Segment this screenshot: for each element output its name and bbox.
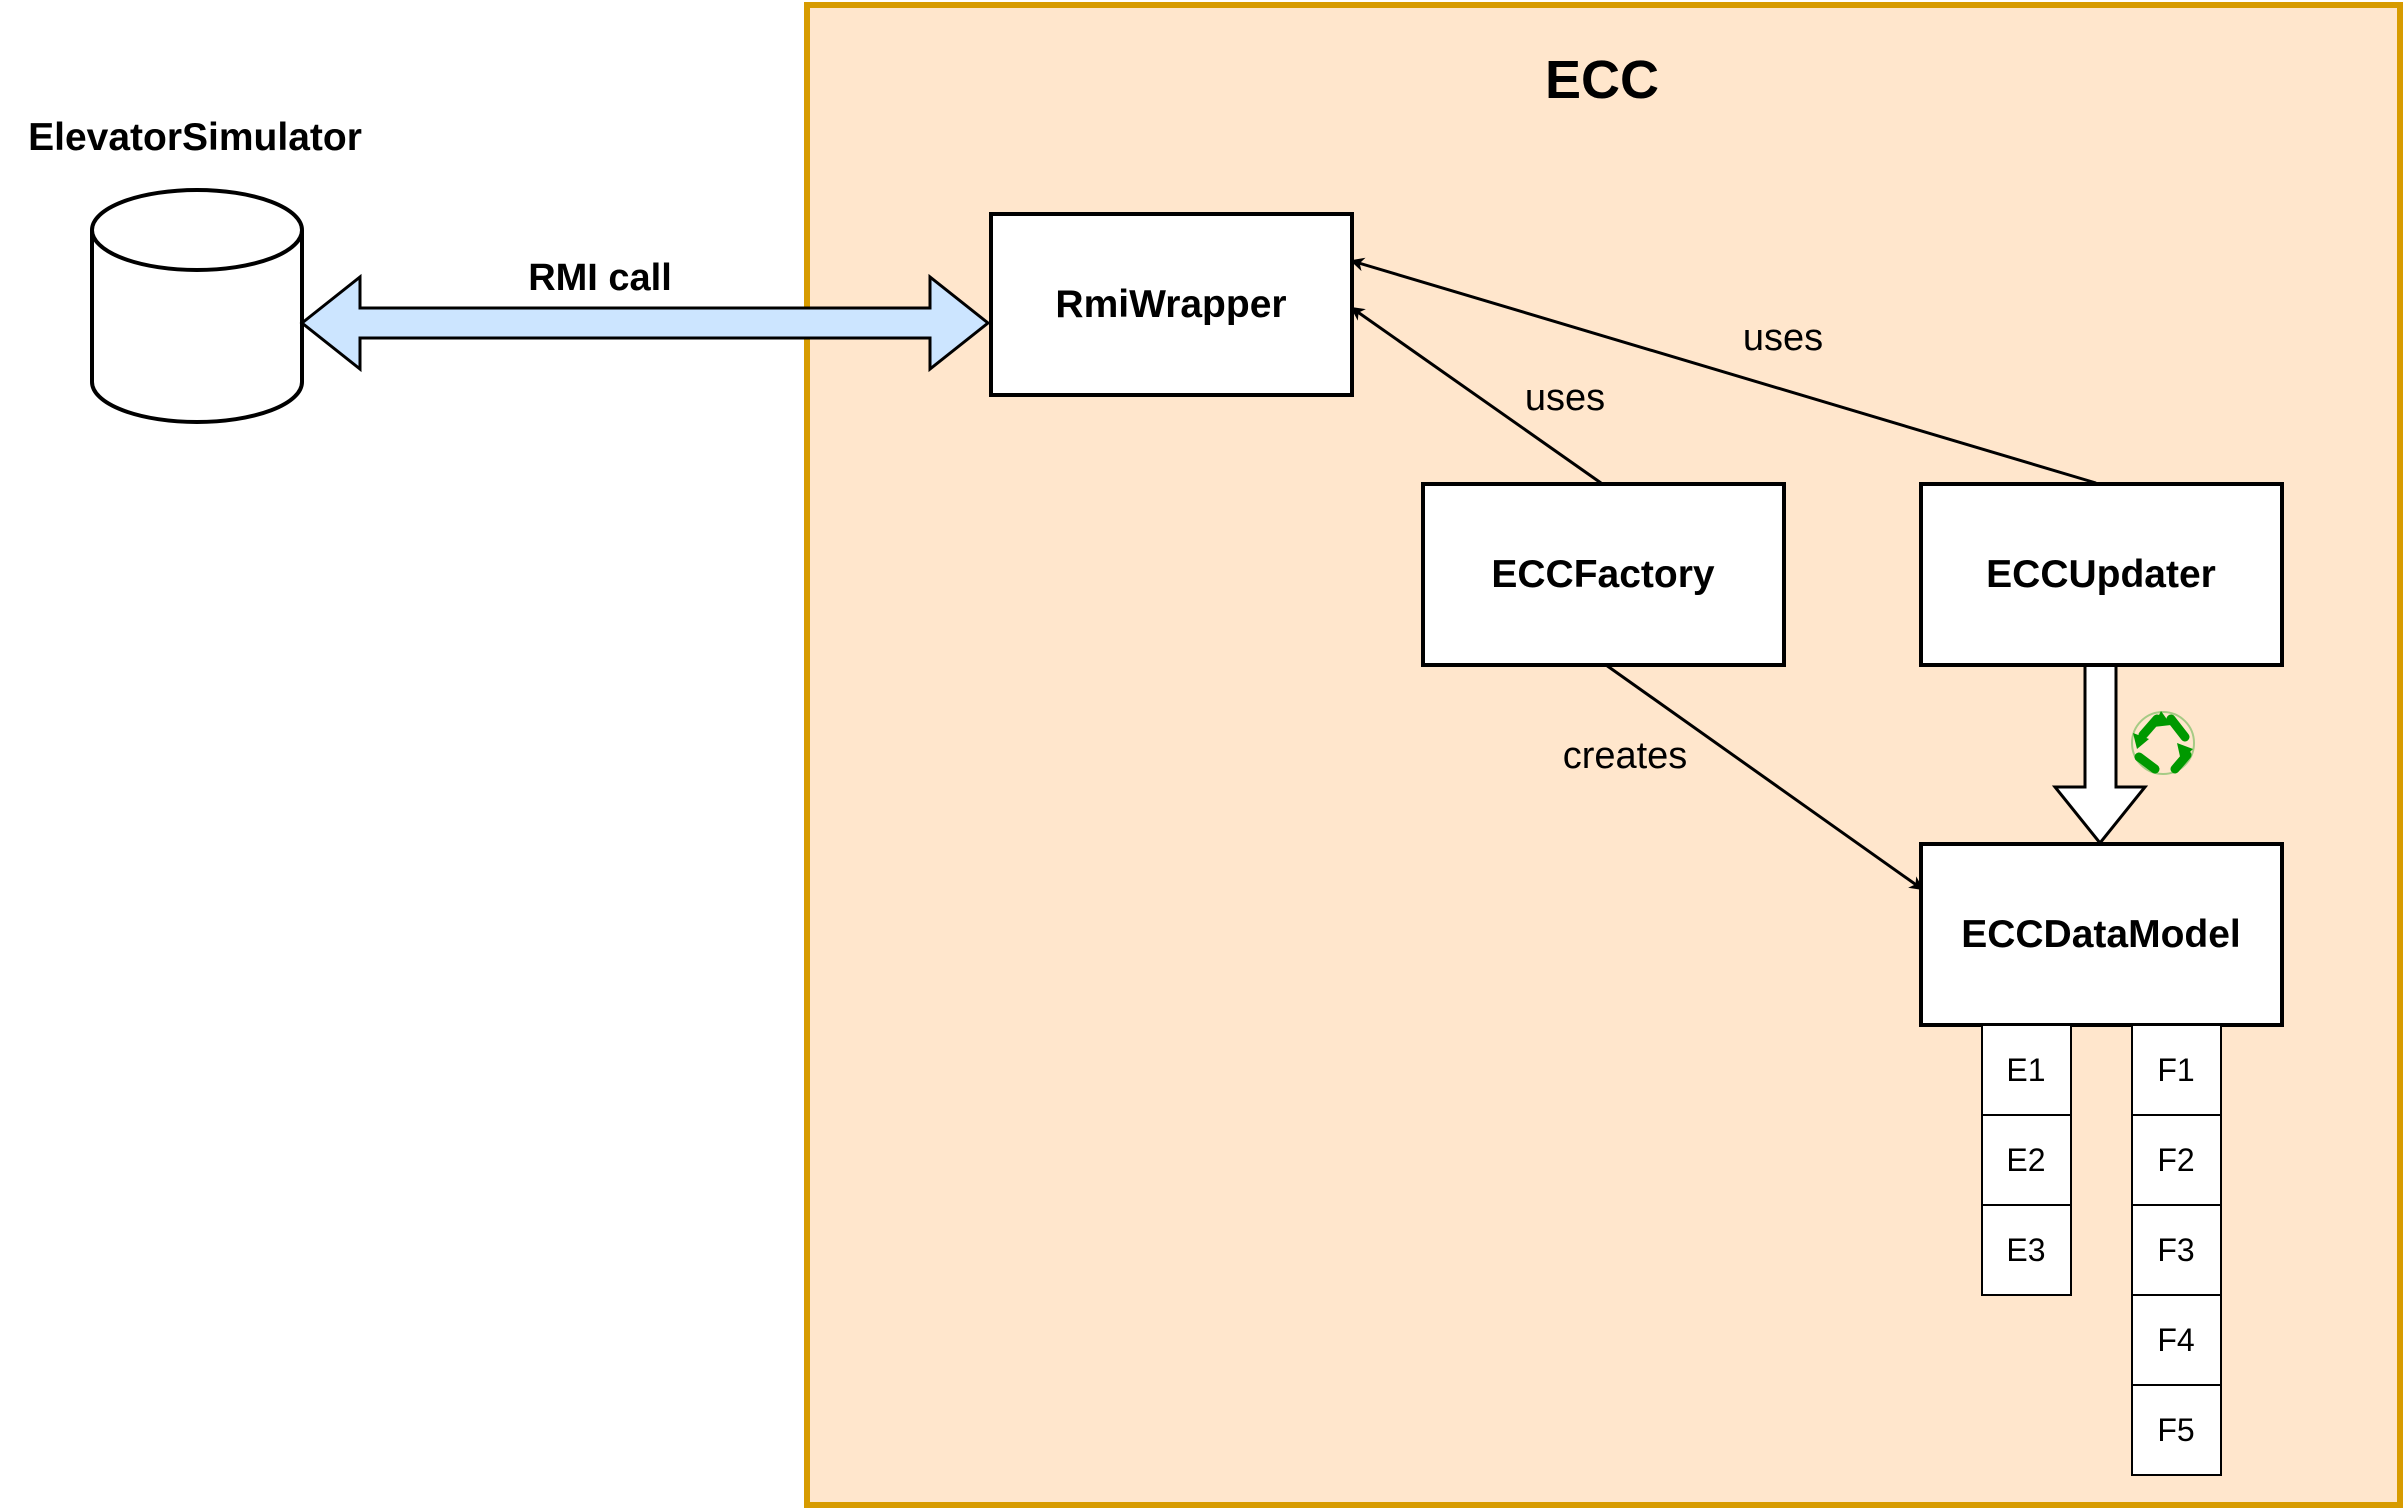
- database-label: ElevatorSimulator: [28, 116, 362, 159]
- floor-cell-label: F5: [2157, 1412, 2194, 1448]
- updater-uses-wrapper-edge: [1350, 257, 2097, 485]
- rmi-wrapper-label: RmiWrapper: [1055, 283, 1286, 326]
- elevator-cell[interactable]: E3: [1981, 1204, 2072, 1296]
- elevator-list: E1 E2 E3: [1981, 1024, 2072, 1296]
- elevator-cell[interactable]: E1: [1981, 1024, 2072, 1116]
- floor-cell[interactable]: F1: [2131, 1024, 2222, 1116]
- ecc-factory-box[interactable]: ECCFactory: [1421, 482, 1786, 667]
- factory-uses-label: uses: [1525, 377, 1605, 419]
- factory-creates-model-edge: [1605, 663, 1924, 891]
- rmi-wrapper-box[interactable]: RmiWrapper: [989, 212, 1354, 397]
- updater-uses-label: uses: [1743, 317, 1823, 359]
- floor-cell-label: F1: [2157, 1052, 2194, 1088]
- floor-cell[interactable]: F4: [2131, 1294, 2222, 1386]
- elevator-cell-label: E2: [2006, 1142, 2045, 1178]
- floor-cell-label: F4: [2157, 1322, 2194, 1358]
- rmi-call-arrow[interactable]: [299, 273, 991, 373]
- elevator-cell-label: E3: [2006, 1232, 2045, 1268]
- ecc-updater-label: ECCUpdater: [1986, 553, 2216, 596]
- ecc-data-model-box[interactable]: ECCDataModel: [1919, 842, 2284, 1027]
- rmi-call-label: RMI call: [528, 257, 672, 299]
- factory-creates-label: creates: [1563, 735, 1688, 777]
- factory-uses-wrapper-edge: [1350, 306, 1602, 485]
- elevator-cell-label: E1: [2006, 1052, 2045, 1088]
- ecc-updater-box[interactable]: ECCUpdater: [1919, 482, 2284, 667]
- floor-cell-label: F2: [2157, 1142, 2194, 1178]
- ecc-data-model-label: ECCDataModel: [1961, 913, 2241, 956]
- elevator-cell[interactable]: E2: [1981, 1114, 2072, 1206]
- ecc-factory-label: ECCFactory: [1491, 553, 1715, 596]
- floor-cell[interactable]: F5: [2131, 1384, 2222, 1476]
- floor-list: F1 F2 F3 F4 F5: [2131, 1024, 2222, 1476]
- ecc-container-title: ECC: [1545, 50, 1659, 110]
- floor-cell-label: F3: [2157, 1232, 2194, 1268]
- database-cylinder-icon[interactable]: [90, 188, 304, 424]
- floor-cell[interactable]: F2: [2131, 1114, 2222, 1206]
- floor-cell[interactable]: F3: [2131, 1204, 2222, 1296]
- recycle-icon: [2131, 711, 2195, 775]
